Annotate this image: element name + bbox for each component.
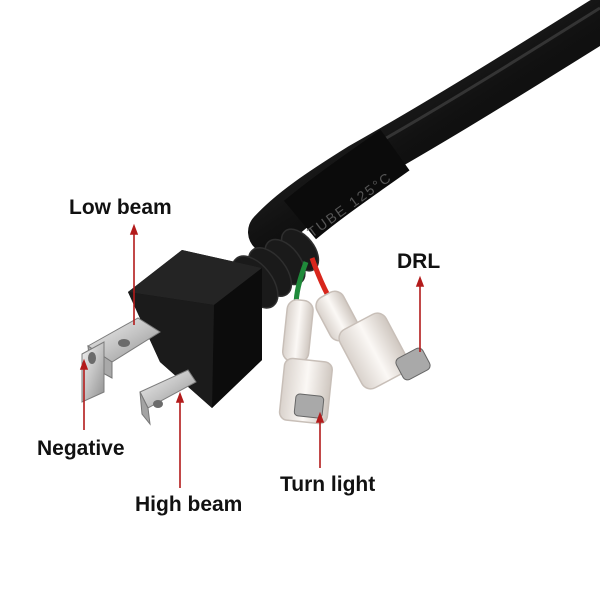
negative-terminal	[81, 341, 105, 403]
pointer-lines	[79, 223, 425, 488]
negative-label: Negative	[37, 437, 125, 460]
cable-highlight	[359, 6, 600, 155]
drl-connector	[315, 290, 431, 390]
turn-light-connector	[278, 299, 333, 425]
high-beam-terminal	[139, 369, 197, 426]
low-beam-label: Low beam	[69, 196, 172, 219]
drl-label: DRL	[397, 250, 441, 273]
turn-light-label: Turn light	[280, 473, 376, 496]
high-beam-label: High beam	[135, 493, 243, 516]
plug-body	[128, 250, 262, 408]
heat-shrink-sleeve	[283, 129, 410, 240]
